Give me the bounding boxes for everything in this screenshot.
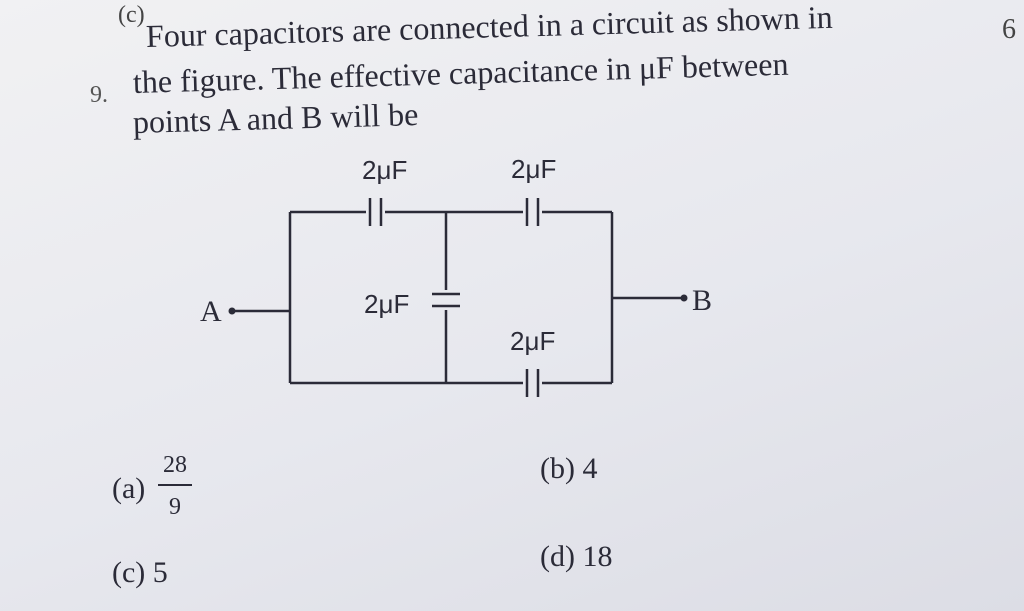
- cap-middle-label: 2μF: [364, 289, 409, 319]
- option-d: (d) 18: [540, 540, 613, 573]
- option-a-fraction-bar: [158, 484, 192, 486]
- node-a-dot: [228, 307, 236, 315]
- question-number: 9.: [90, 82, 108, 108]
- node-b-label: B: [692, 284, 712, 317]
- node-b-dot: [680, 294, 688, 302]
- previous-option-fragment: (c): [118, 2, 145, 28]
- cap-bottom-label: 2μF: [510, 326, 555, 356]
- option-a-label: (a): [112, 472, 146, 505]
- page-number: 6: [1002, 14, 1016, 45]
- cap-top-right-label: 2μF: [511, 154, 556, 184]
- option-c: (c) 5: [112, 556, 168, 589]
- option-a-denominator: 9: [169, 494, 181, 520]
- node-a-label: A: [200, 295, 222, 328]
- option-a-numerator: 28: [163, 452, 187, 478]
- cap-top-left-label: 2μF: [362, 155, 407, 185]
- option-b: (b) 4: [540, 452, 598, 485]
